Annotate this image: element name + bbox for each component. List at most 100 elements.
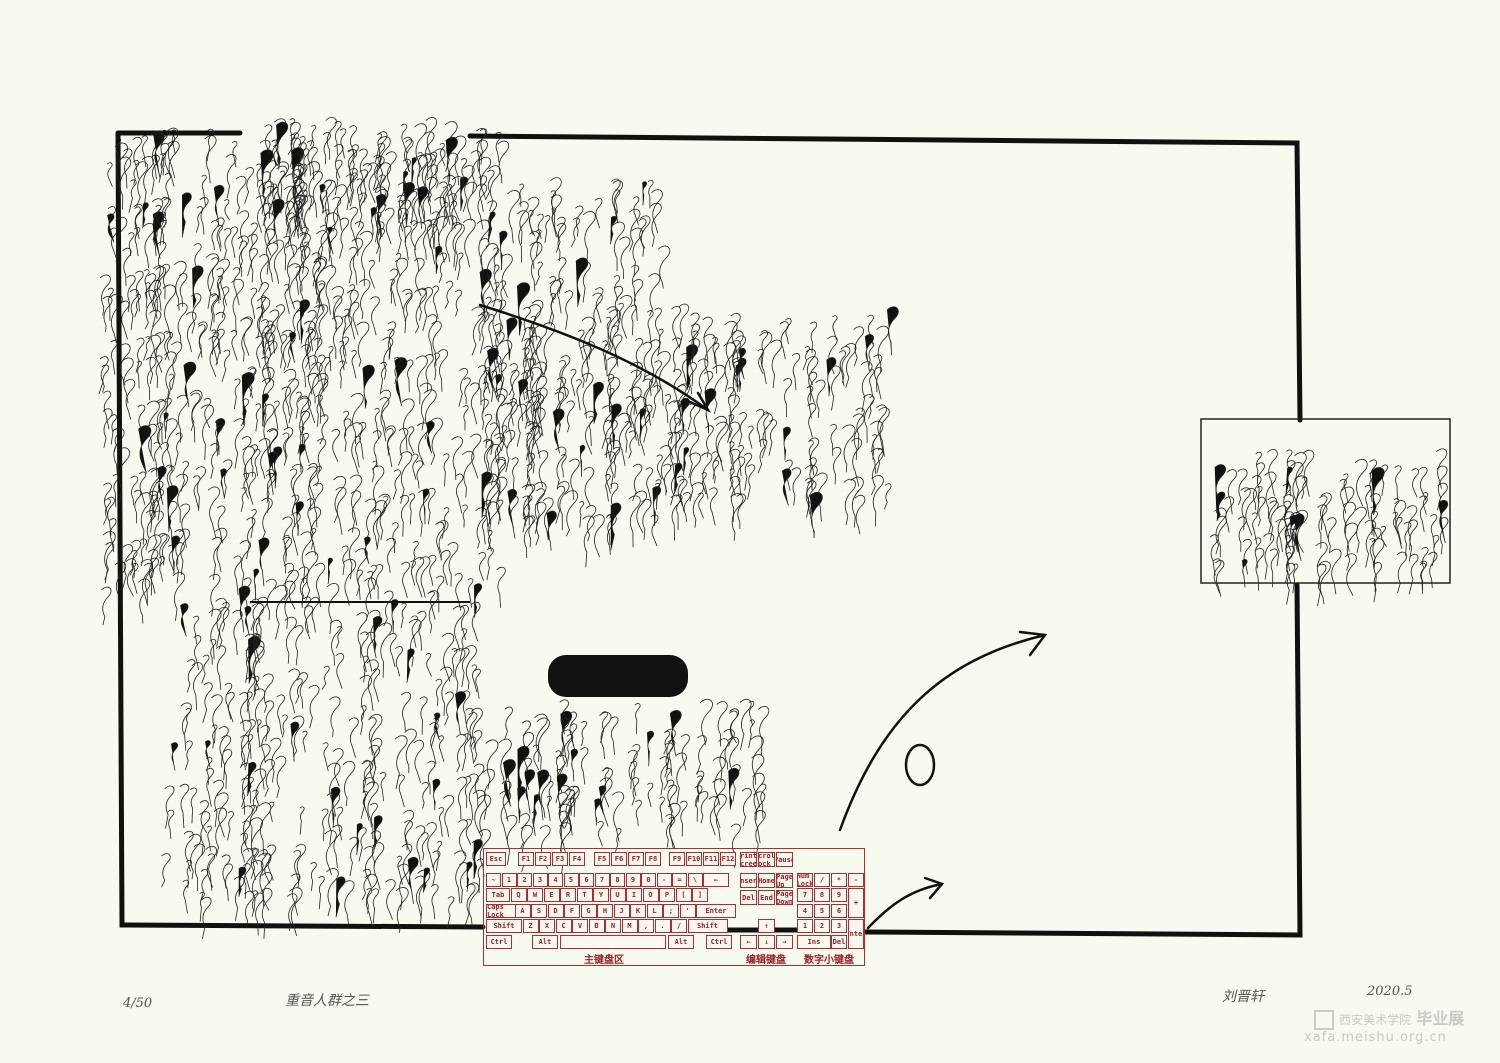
figure-sketch-stroke: [427, 164, 438, 202]
key-numpad: Num Lock: [797, 873, 813, 887]
figure-sketch-stroke: [200, 869, 209, 900]
figure-sketch-stroke: [202, 682, 213, 723]
figure-sketch-stroke: [632, 279, 644, 321]
figure-sketch-stroke: [548, 293, 557, 325]
figure-sketch-stroke: [583, 467, 595, 506]
figure-sketch-stroke: [465, 707, 474, 741]
figure-sketch-stroke: [1408, 519, 1418, 562]
figure-sketch-stroke: [447, 542, 459, 587]
figure-sketch-stroke: [810, 321, 818, 353]
figure-sketch-stroke: [1393, 498, 1400, 530]
figure-sketch-stroke: [101, 364, 110, 393]
key-function: F3: [552, 852, 568, 866]
figure-sketch-stroke: [359, 169, 369, 203]
figure-sketch-stroke: [193, 843, 206, 892]
figure-sketch-stroke: [209, 293, 218, 331]
figure-sketch-stroke: [1286, 449, 1293, 474]
figure-sketch-stroke: [261, 332, 267, 360]
figure-sketch-stroke: [181, 192, 192, 238]
key-function: F4: [569, 852, 585, 866]
figure-sketch-stroke: [327, 557, 333, 585]
figure-sketch-stroke: [110, 414, 117, 445]
figure-sketch-stroke: [183, 708, 191, 735]
key-letter: Y: [593, 888, 609, 902]
figure-sketch-stroke: [468, 712, 478, 747]
figure-sketch-stroke: [215, 328, 225, 366]
key-edit: Scroll Lock: [758, 852, 775, 867]
figure-sketch-stroke: [804, 464, 818, 518]
figure-sketch-stroke: [406, 359, 414, 393]
figure-sketch-stroke: [108, 518, 117, 553]
figure-sketch-stroke: [281, 329, 294, 371]
figure-sketch-stroke: [484, 413, 493, 448]
figure-sketch-stroke: [436, 216, 448, 263]
figure-sketch-stroke: [557, 792, 568, 829]
figure-sketch-stroke: [457, 819, 468, 857]
figure-sketch-stroke: [221, 854, 231, 889]
figure-sketch-stroke: [606, 306, 618, 348]
figure-sketch-stroke: [287, 569, 299, 610]
ink-blot: [548, 655, 688, 697]
figure-sketch-stroke: [372, 668, 381, 702]
figure-sketch-stroke: [673, 417, 680, 449]
figure-sketch-stroke: [371, 460, 378, 483]
figure-sketch-stroke: [715, 421, 729, 472]
figure-sketch-stroke: [205, 756, 213, 785]
figure-sketch-stroke: [781, 468, 792, 506]
figure-sketch-stroke: [421, 781, 429, 809]
figure-sketch-stroke: [1411, 468, 1420, 498]
figure-sketch-stroke: [222, 459, 233, 500]
figure-sketch-stroke: [462, 405, 469, 431]
figure-sketch-stroke: [458, 368, 468, 407]
figure-sketch-stroke: [392, 469, 401, 500]
figure-sketch-stroke: [422, 287, 433, 332]
figure-sketch-stroke: [303, 320, 316, 370]
key-letter: Q: [510, 888, 527, 902]
figure-sketch-stroke: [442, 202, 449, 229]
figure-sketch-stroke: [162, 284, 176, 340]
figure-sketch-stroke: [227, 691, 235, 723]
figure-sketch-stroke: [432, 285, 439, 320]
figure-sketch-stroke: [251, 602, 264, 649]
key-letter: .: [654, 919, 671, 933]
figure-sketch-stroke: [466, 861, 473, 892]
figure-sketch-stroke: [416, 422, 429, 466]
figure-sketch-stroke: [350, 172, 358, 207]
figure-sketch-stroke: [518, 201, 529, 244]
figure-sketch-stroke: [210, 220, 219, 250]
figure-sketch-stroke: [248, 777, 254, 804]
figure-sketch-stroke: [399, 494, 410, 537]
figure-sketch-stroke: [711, 451, 719, 480]
figure-sketch-stroke: [1251, 512, 1258, 545]
watermark-label: 毕业展: [1416, 1009, 1465, 1028]
figure-sketch-stroke: [258, 802, 272, 855]
figure-sketch-stroke: [316, 230, 329, 273]
figure-sketch-stroke: [148, 490, 159, 533]
figure-sketch-stroke: [372, 738, 383, 780]
figure-sketch-stroke: [682, 492, 691, 522]
figure-sketch-stroke: [403, 225, 412, 261]
figure-sketch-stroke: [319, 414, 329, 445]
figure-sketch-stroke: [556, 386, 569, 434]
key-numpad: 1: [797, 919, 813, 933]
figure-sketch-stroke: [532, 407, 546, 459]
figure-sketch-stroke: [479, 238, 490, 282]
figure-sketch-stroke: [1419, 562, 1426, 594]
figure-sketch-stroke: [263, 332, 275, 383]
figure-sketch-stroke: [1276, 505, 1288, 553]
figure-sketch-stroke: [402, 288, 413, 334]
figure-sketch-stroke: [527, 495, 533, 526]
figure-sketch-stroke: [759, 783, 767, 819]
figure-sketch-stroke: [1428, 551, 1438, 588]
figure-sketch-stroke: [730, 493, 744, 541]
figure-sketch-stroke: [1226, 469, 1237, 515]
figure-sketch-stroke: [451, 176, 464, 222]
figure-sketch-stroke: [257, 596, 268, 643]
figure-sketch-stroke: [404, 728, 417, 773]
figure-sketch-stroke: [401, 398, 415, 451]
figure-sketch-stroke: [804, 477, 814, 515]
figure-sketch-stroke: [379, 361, 387, 395]
figure-sketch-stroke: [451, 222, 462, 268]
figure-sketch-stroke: [157, 466, 167, 505]
figure-sketch-stroke: [461, 647, 470, 687]
